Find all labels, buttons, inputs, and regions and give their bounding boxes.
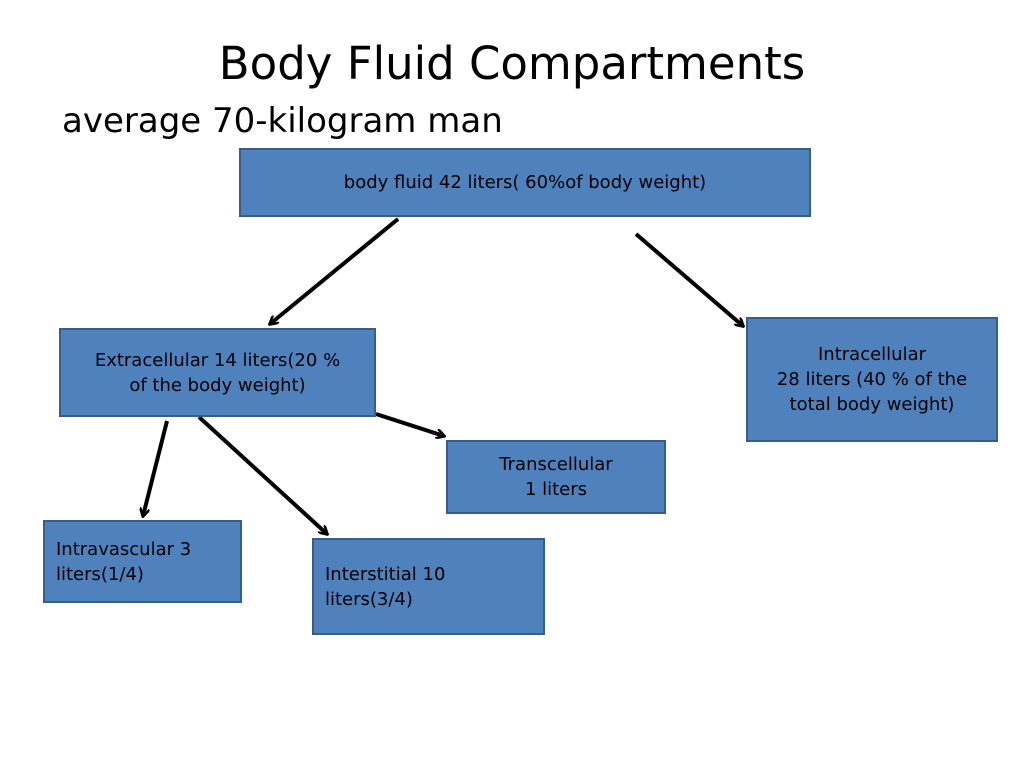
node-interstitial-line-1: Interstitial 10	[325, 563, 446, 585]
node-intracellular-line-1: Intracellular	[817, 344, 927, 365]
node-body-fluid: body fluid 42 liters( 60%of body weight)	[239, 148, 811, 217]
node-intracellular: Intracellular 28 liters (40 % of the tot…	[746, 317, 998, 442]
node-interstitial-line-2: liters(3/4)	[325, 588, 413, 610]
node-extracellular-line-1: Extracellular 14 liters(20 %	[94, 349, 341, 371]
node-intravascular-line-2: liters(1/4)	[56, 563, 144, 585]
node-intravascular-line-1: Intravascular 3	[56, 538, 192, 560]
node-transcellular-line-2: 1 liters	[524, 479, 588, 500]
arrow-body-fluid-to-extracellular	[270, 217, 400, 324]
arrow-extracellular-to-intravascular	[143, 420, 169, 516]
node-intracellular-line-3: total body weight)	[789, 394, 955, 415]
node-transcellular-line-1: Transcellular	[499, 454, 613, 475]
node-extracellular-line-2: of the body weight)	[129, 374, 306, 396]
arrow-extracellular-to-interstitial	[197, 415, 327, 534]
slide-title: Body Fluid Compartments	[218, 37, 806, 90]
node-body-fluid-line-1: body fluid 42 liters( 60%of body weight)	[343, 172, 707, 193]
node-extracellular: Extracellular 14 liters(20 % of the body…	[59, 328, 376, 417]
node-intracellular-line-2: 28 liters (40 % of the	[776, 369, 968, 390]
arrow-extracellular-to-transcellular	[375, 412, 444, 436]
slide-subtitle: average 70-kilogram man	[62, 101, 503, 141]
node-intravascular: Intravascular 3 liters(1/4)	[43, 520, 242, 603]
arrow-body-fluid-to-intracellular	[634, 232, 743, 326]
node-interstitial: Interstitial 10 liters(3/4)	[312, 538, 545, 635]
node-transcellular: Transcellular 1 liters	[446, 440, 666, 514]
